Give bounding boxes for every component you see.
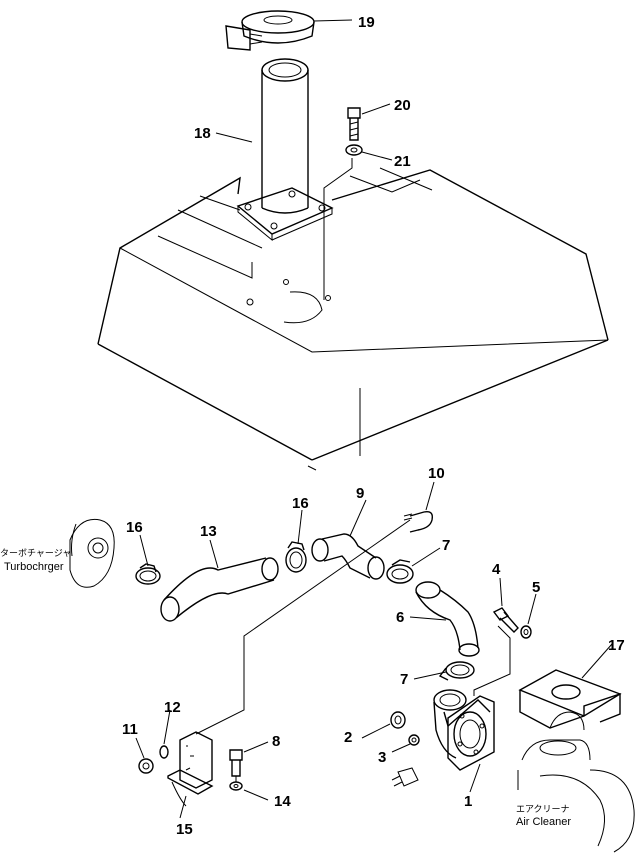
part-9-bolt <box>229 741 269 777</box>
callout-9: 8 <box>272 733 280 750</box>
callout-7-upper: 7 <box>442 537 450 554</box>
callout-12: 10 <box>428 465 445 482</box>
part-5-washer <box>520 593 537 639</box>
callout-14: 12 <box>164 699 181 716</box>
callout-6: 6 <box>396 609 404 626</box>
guide-line-bracket <box>195 519 411 735</box>
part-21-cap <box>225 10 353 51</box>
callout-19: 20 <box>394 97 411 114</box>
callout-11: 9 <box>356 485 364 502</box>
air-cleaner-label-jp: エアクリーナ <box>516 804 570 814</box>
part-4-bolt <box>492 577 519 633</box>
callout-18: 18 <box>194 125 211 142</box>
part-10-washer <box>229 781 269 801</box>
part-16-clamp-left <box>135 534 161 585</box>
callout-3: 3 <box>378 749 386 766</box>
part-8-bracket <box>167 731 214 819</box>
callout-4: 4 <box>492 561 501 578</box>
part-17-block <box>518 643 622 731</box>
callout-20: 21 <box>394 153 411 170</box>
part-6-bent-hose <box>409 581 480 657</box>
air-cleaner-label: Air Cleaner <box>516 816 571 828</box>
part-12-u-bolt <box>403 481 435 533</box>
part-20-washer <box>345 144 393 161</box>
part-16-clamp-middle <box>285 509 307 573</box>
callout-7-lower: 7 <box>400 671 408 688</box>
callout-16-middle: 16 <box>292 495 309 512</box>
part-1-outlet-elbow <box>433 689 495 793</box>
callout-labels: 19 18 20 21 10 9 16 16 13 7 4 5 6 17 7 1… <box>122 14 625 838</box>
part-7-clamp-upper <box>386 547 441 584</box>
part-18-tube <box>215 58 334 242</box>
tank-body <box>97 167 609 471</box>
callout-5: 5 <box>532 579 540 596</box>
part-19-bolt <box>347 103 391 141</box>
part-15-hose <box>160 539 279 622</box>
callout-2: 2 <box>344 729 352 746</box>
part-7-clamp-lower <box>413 661 475 681</box>
callout-17: 17 <box>608 637 625 654</box>
callout-13: 11 <box>122 721 138 738</box>
turbocharger-label: Turbochrger <box>4 561 64 573</box>
turbocharger-label-jp: ターボチャージャ <box>0 548 71 558</box>
callout-21: 19 <box>358 14 375 31</box>
callout-10: 14 <box>274 793 291 810</box>
part-14-washer <box>159 709 171 759</box>
part-3-washer <box>391 734 420 753</box>
bolt-guide-line <box>323 158 353 300</box>
guide-line-outlet <box>473 625 511 696</box>
part-13-nut <box>135 737 154 774</box>
turbocharger <box>69 518 115 588</box>
component-labels: ターボチャージャ Turbochrger エアクリーナ Air Cleaner <box>0 548 571 828</box>
callout-16-left: 16 <box>126 519 143 536</box>
part-2-nut <box>361 711 406 739</box>
callout-15: 13 <box>200 523 217 540</box>
callout-8: 15 <box>176 821 193 838</box>
part-11-elbow-hose <box>311 499 385 580</box>
callout-1: 1 <box>464 793 472 810</box>
air-cleaner <box>391 739 635 853</box>
